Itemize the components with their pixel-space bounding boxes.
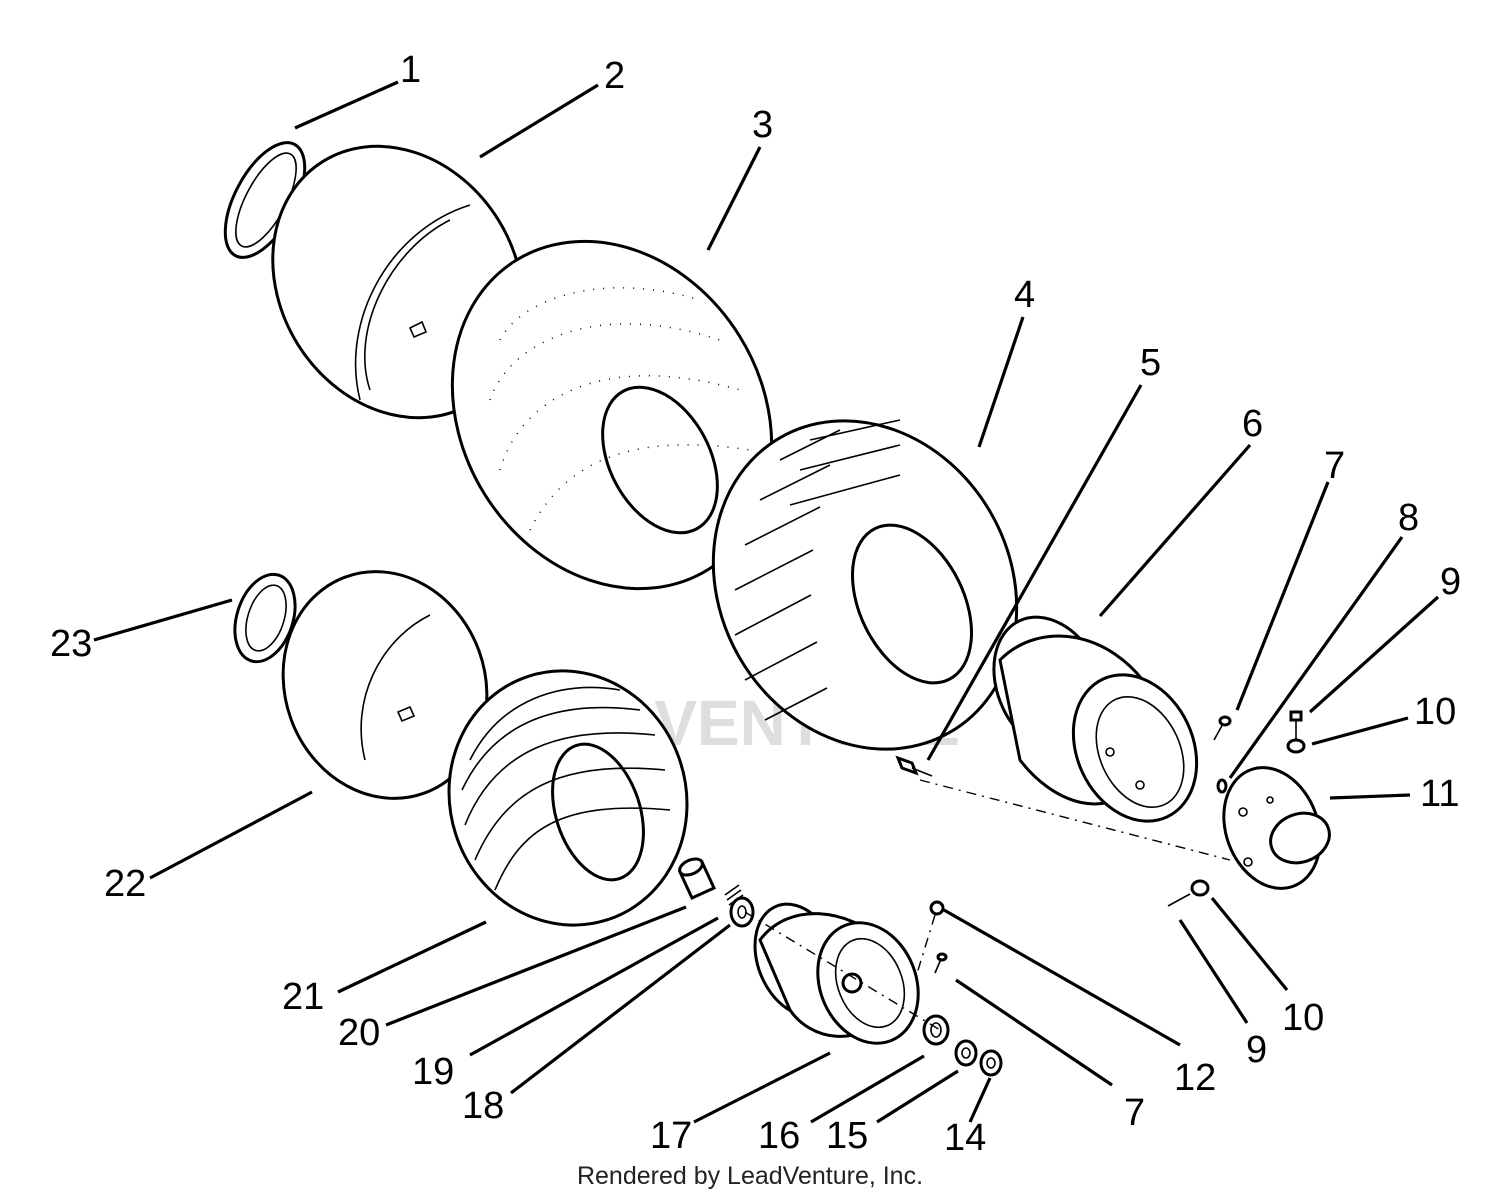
callout-12: 12 <box>1174 1057 1216 1099</box>
callout-23: 23 <box>50 623 92 665</box>
stud-part-7-lower[interactable] <box>934 952 948 974</box>
callout-7-upper: 7 <box>1324 445 1345 487</box>
callout-17: 17 <box>650 1115 692 1157</box>
turf-tire-part-3[interactable] <box>388 181 835 649</box>
bearing-part-16[interactable] <box>922 1014 950 1046</box>
inner-tube-part-22[interactable] <box>252 543 519 828</box>
bolt-part-5[interactable] <box>895 755 933 777</box>
callout-19: 19 <box>412 1051 454 1093</box>
callout-14: 14 <box>944 1117 986 1159</box>
callout-22: 22 <box>104 863 146 905</box>
ribbed-tire-part-21[interactable] <box>416 640 720 956</box>
callout-2: 2 <box>604 55 625 97</box>
callout-10-upper: 10 <box>1414 691 1456 733</box>
wheel-rim-part-6[interactable] <box>972 599 1219 842</box>
rim-ring-part-23[interactable] <box>224 567 305 670</box>
footer-credit: Rendered by LeadVenture, Inc. <box>576 1162 924 1190</box>
callout-labels: 1 2 3 4 5 6 7 8 9 10 11 23 22 21 20 19 1… <box>50 49 1461 1159</box>
axis-line-lower <box>744 911 941 1031</box>
callout-4: 4 <box>1014 274 1035 316</box>
washer-part-18[interactable] <box>729 896 755 928</box>
callout-10-lower: 10 <box>1282 997 1324 1039</box>
bolt-part-9-lower[interactable] <box>1167 893 1191 907</box>
callout-11: 11 <box>1420 773 1459 815</box>
lug-tire-part-4[interactable] <box>654 365 1075 804</box>
callout-20: 20 <box>338 1012 380 1054</box>
leader-lines <box>93 80 1440 1124</box>
bushing-part-20[interactable] <box>677 856 716 900</box>
callout-21: 21 <box>282 976 324 1018</box>
callout-16: 16 <box>758 1115 800 1157</box>
callout-9-lower: 9 <box>1246 1029 1267 1071</box>
axis-line-upper <box>919 779 1231 861</box>
nut-part-10-lower[interactable] <box>1190 879 1210 897</box>
callout-3: 3 <box>752 104 773 146</box>
nut-part-14[interactable] <box>979 1049 1003 1077</box>
callout-9-upper: 9 <box>1440 561 1461 603</box>
callout-18: 18 <box>462 1085 504 1127</box>
callout-6: 6 <box>1242 403 1263 445</box>
callout-5: 5 <box>1140 342 1161 384</box>
nut-part-10-upper[interactable] <box>1286 738 1306 754</box>
washer-part-15[interactable] <box>954 1039 978 1067</box>
valve-part-12[interactable] <box>929 900 945 916</box>
callout-15: 15 <box>826 1115 868 1157</box>
callout-8: 8 <box>1398 497 1419 539</box>
stud-part-7-upper[interactable] <box>1213 715 1232 741</box>
hub-part-11[interactable] <box>1208 754 1337 902</box>
wheel-rim-part-17[interactable] <box>739 891 936 1058</box>
callout-1: 1 <box>400 49 421 91</box>
bolt-part-9-upper[interactable] <box>1289 710 1303 740</box>
callout-7-lower: 7 <box>1124 1092 1145 1134</box>
pin-part-8[interactable] <box>1216 778 1228 794</box>
axis-line-valve <box>914 914 936 981</box>
